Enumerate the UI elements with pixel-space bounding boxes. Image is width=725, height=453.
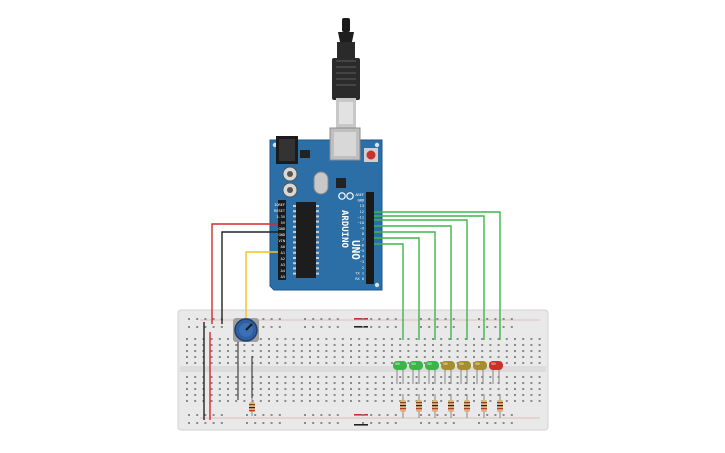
right-header-label: 7	[362, 238, 364, 242]
left-header-label: GND	[279, 227, 286, 231]
right-header-label: ~11	[358, 215, 365, 219]
led-icon[interactable]	[489, 361, 503, 384]
right-header-label: 13	[360, 204, 364, 208]
right-header-label: GND	[358, 199, 365, 203]
right-header-label: ~5	[360, 249, 364, 253]
right-header-label: 4	[362, 255, 364, 259]
left-header-label: A3	[281, 263, 285, 267]
left-header-label: GND	[279, 233, 286, 237]
arduino-logo-icon	[338, 192, 354, 200]
right-header-label: AREF	[355, 193, 364, 197]
left-header-label: A2	[281, 257, 285, 261]
resistor-icon[interactable]	[464, 394, 470, 418]
resistor-icon[interactable]	[432, 394, 438, 418]
resistor-icon[interactable]	[497, 394, 503, 418]
right-header-label: ~3	[360, 260, 364, 264]
power-wires[interactable]	[203, 223, 278, 420]
arduino-uno-board[interactable]: ARDUINO UNO IOREFRESET3.3V5VGNDGNDVINA0A…	[269, 127, 383, 291]
right-header-label: 8	[362, 232, 364, 236]
led-row[interactable]	[393, 361, 503, 384]
left-header-label: 3.3V	[276, 215, 285, 219]
right-header-label: 12	[360, 210, 364, 214]
digital-pin-wires[interactable]	[374, 211, 501, 340]
resistor-icon[interactable]	[481, 394, 487, 418]
left-header-label: IOREF	[274, 203, 285, 207]
right-header-label: ~10	[358, 221, 365, 225]
resistor-icon[interactable]	[448, 394, 454, 418]
led-icon[interactable]	[473, 361, 487, 384]
left-header-label: A0	[281, 245, 285, 249]
resistor-row[interactable]	[400, 394, 503, 418]
led-icon[interactable]	[457, 361, 471, 384]
led-icon[interactable]	[441, 361, 455, 384]
left-header-label: A5	[281, 275, 285, 279]
left-header-label: VIN	[279, 239, 286, 243]
board-model-label: UNO	[349, 240, 362, 260]
led-icon[interactable]	[393, 361, 407, 384]
board-brand-label: ARDUINO	[339, 210, 349, 249]
right-header-label: RX 0	[355, 277, 364, 281]
red-5v-wire	[211, 223, 278, 324]
reset-button[interactable]	[364, 148, 378, 162]
led-icon[interactable]	[409, 361, 423, 384]
potentiometer-icon[interactable]	[233, 318, 259, 342]
right-header-label: ~9	[360, 227, 364, 231]
usb-plug-icon	[332, 18, 360, 128]
right-header-label: 2	[362, 266, 364, 270]
left-header-label: RESET	[274, 209, 286, 213]
led-icon[interactable]	[425, 361, 439, 384]
right-header-label: ~6	[360, 243, 364, 247]
left-header-label: 5V	[281, 221, 286, 225]
right-header-label: TX 1	[355, 271, 364, 275]
resistor-icon[interactable]	[249, 398, 255, 416]
resistor-icon[interactable]	[416, 394, 422, 418]
resistor-icon[interactable]	[400, 394, 406, 418]
black-gnd-wire	[221, 231, 278, 324]
microcontroller-chip	[296, 202, 316, 278]
left-header-label: A1	[281, 251, 285, 255]
left-header-label: A4	[281, 269, 285, 273]
yellow-a0-wire	[245, 251, 278, 326]
